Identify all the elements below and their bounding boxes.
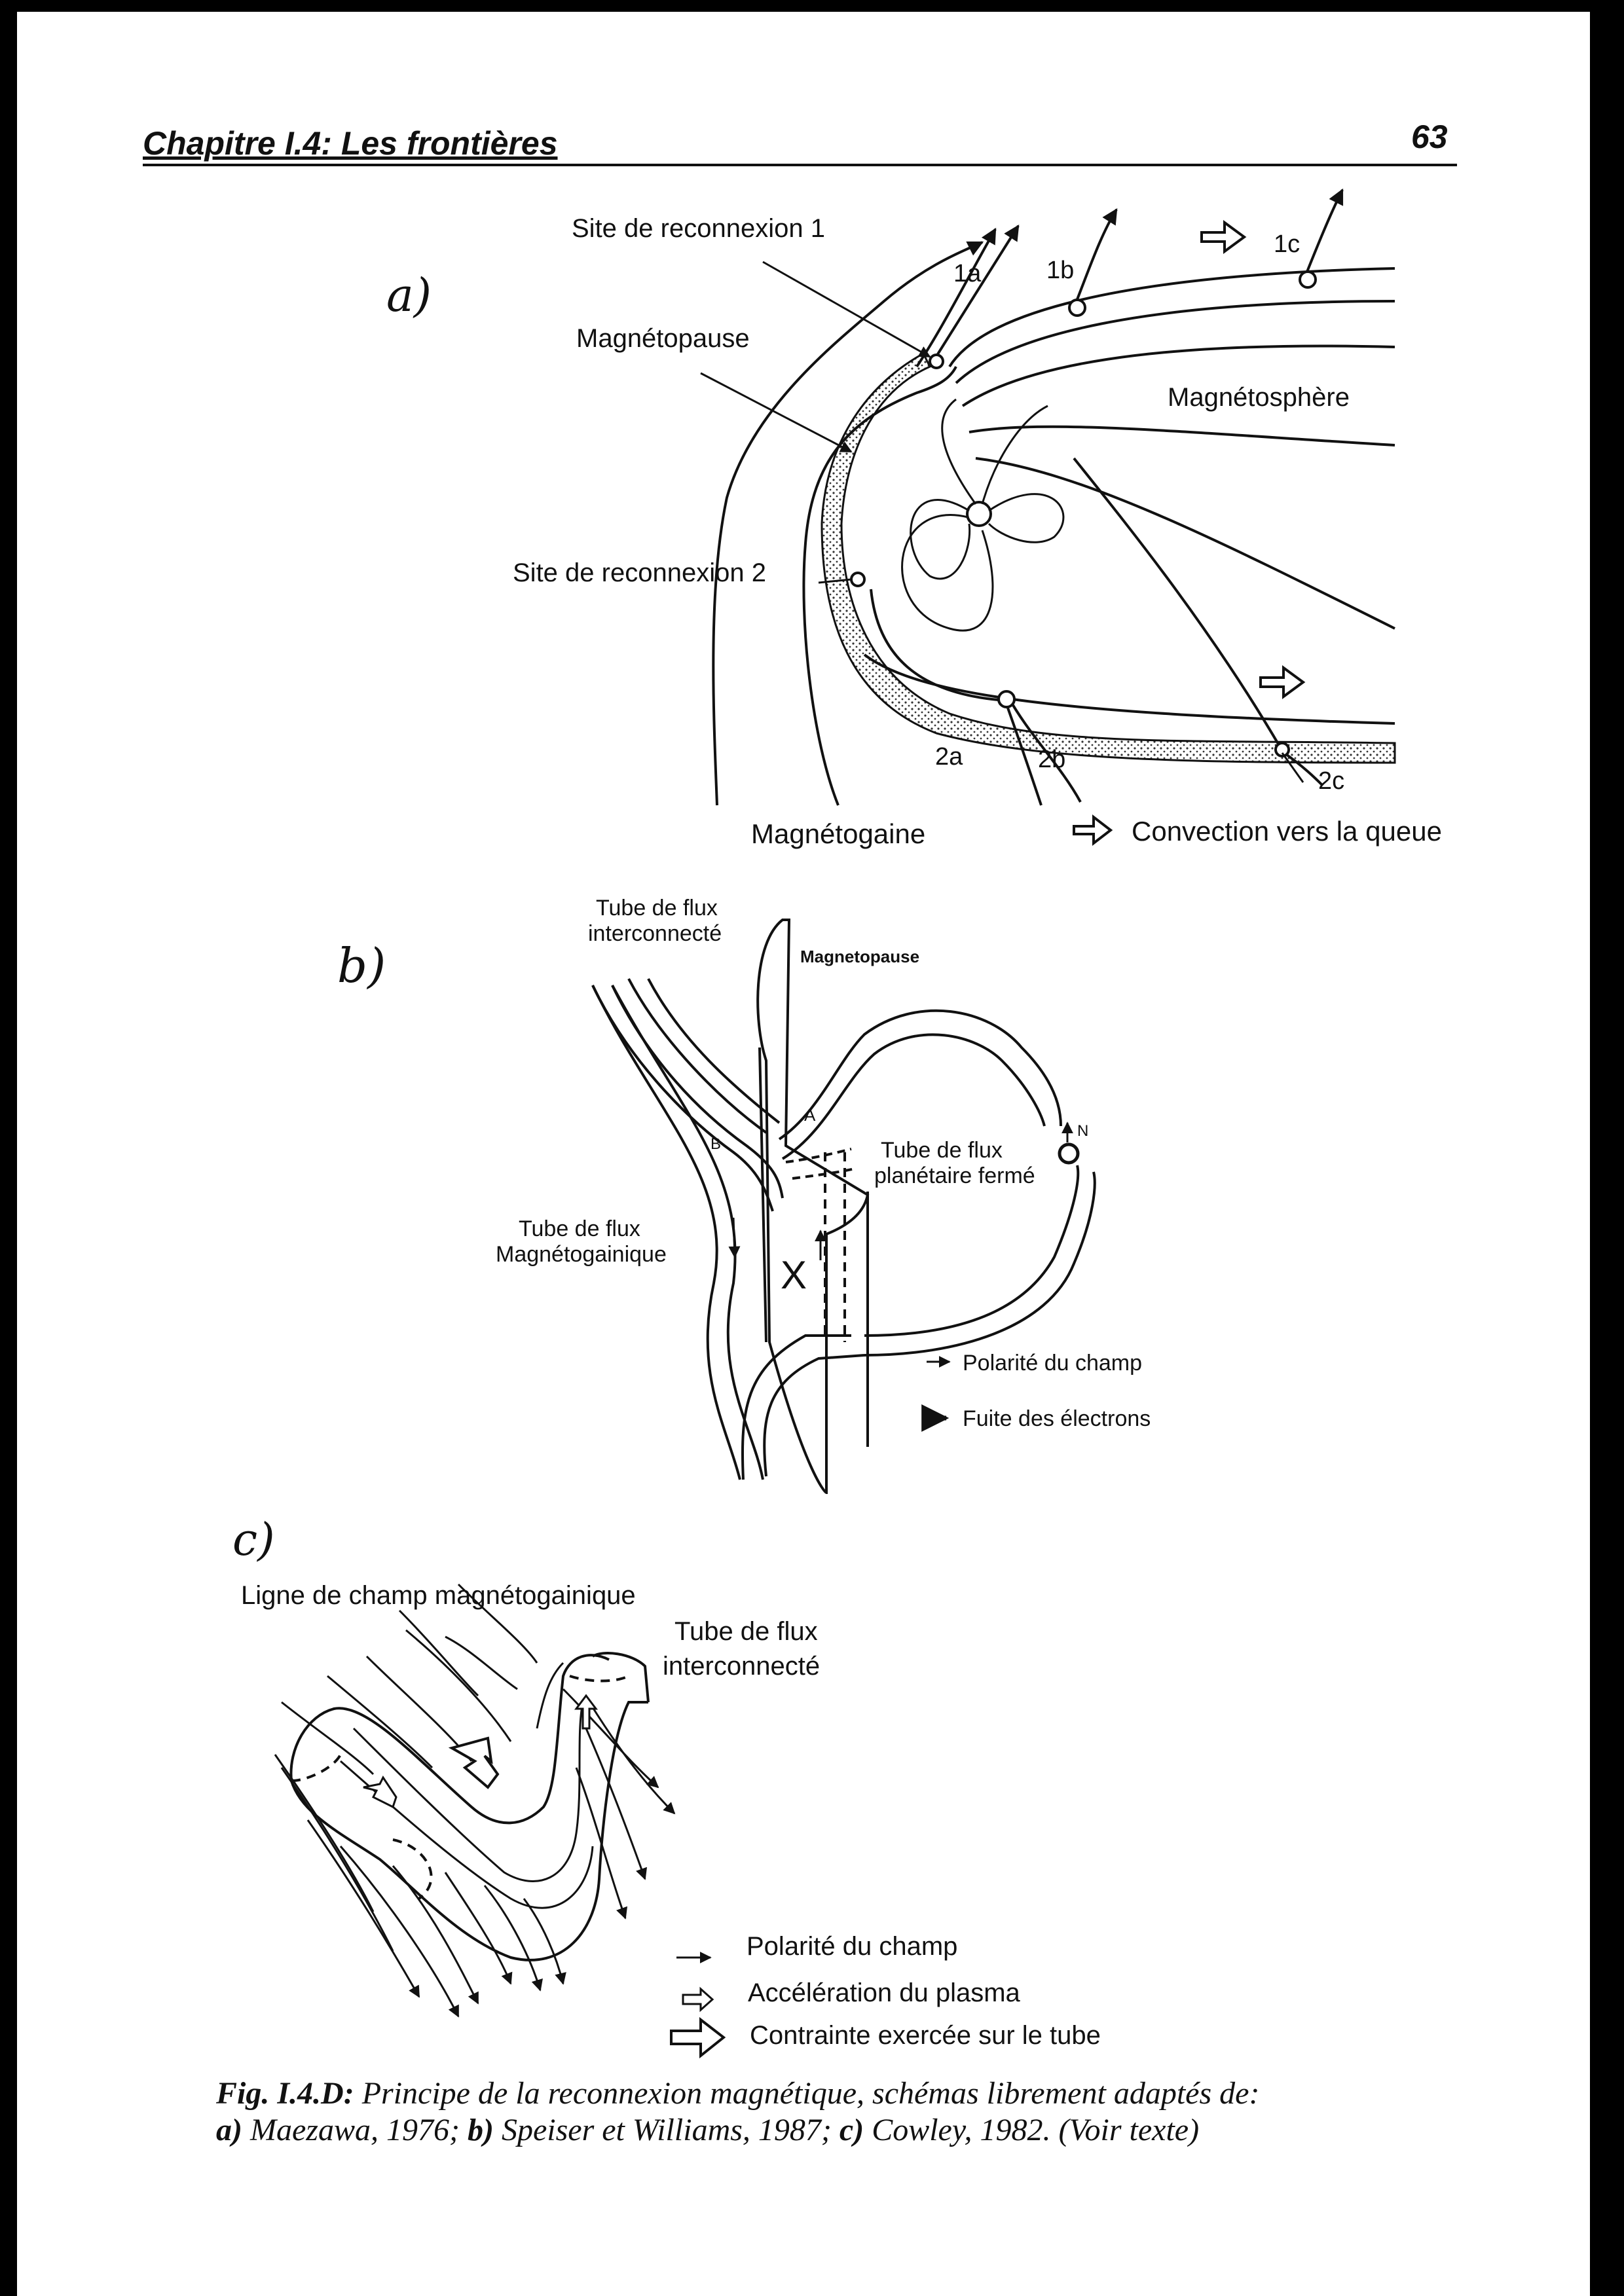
label-letter-n: N bbox=[1077, 1122, 1088, 1140]
figure-c: c) Ligne de champ magnétogainique Tube d… bbox=[232, 1514, 1101, 2059]
legend-acceleration-c: Accélération du plasma bbox=[748, 1978, 1021, 2007]
caption-c-label: c) bbox=[839, 2113, 864, 2147]
label-site-2: Site de reconnexion 2 bbox=[513, 558, 766, 587]
panel-label-b: b) bbox=[337, 938, 386, 993]
label-tube-planetaire-2: planétaire fermé bbox=[874, 1163, 1035, 1188]
caption-title: Fig. I.4.D: bbox=[216, 2076, 354, 2111]
acceleration-arrow-icon bbox=[574, 1694, 598, 1730]
magnetopause-sheet bbox=[756, 919, 870, 1495]
label-1a: 1a bbox=[953, 260, 982, 287]
convection-legend-icon bbox=[1073, 814, 1113, 847]
panel-label-c: c) bbox=[232, 1514, 275, 1566]
figure-b: b) bbox=[337, 896, 1151, 1495]
legend-electrons-b: Fuite des électrons bbox=[963, 1406, 1151, 1431]
label-letter-a: A bbox=[804, 1105, 816, 1125]
label-magnetogaine: Magnétogaine bbox=[751, 818, 925, 849]
label-1b: 1b bbox=[1046, 257, 1074, 284]
caption-c-text: Cowley, 1982. (Voir texte) bbox=[864, 2113, 1200, 2147]
planet-icon bbox=[966, 501, 992, 527]
label-letter-b: B bbox=[710, 1135, 721, 1153]
label-tube-magnetogainique-1: Tube de flux bbox=[519, 1216, 640, 1241]
label-convection: Convection vers la queue bbox=[1132, 816, 1442, 847]
caption-b-label: b) bbox=[467, 2113, 494, 2147]
header-rule bbox=[143, 164, 1457, 166]
label-1c: 1c bbox=[1274, 230, 1300, 258]
convection-arrow-icon bbox=[1200, 220, 1247, 254]
flux-tube bbox=[289, 1654, 610, 1825]
label-tube-interconnecte-1: Tube de flux bbox=[596, 896, 718, 920]
label-2a: 2a bbox=[935, 743, 963, 771]
caption-text: Principe de la reconnexion magnétique, s… bbox=[354, 2076, 1260, 2111]
label-site-1: Site de reconnexion 1 bbox=[572, 214, 825, 243]
planet-icon bbox=[1058, 1142, 1080, 1165]
label-2b: 2b bbox=[1038, 746, 1065, 773]
label-magnetosphere: Magnétosphère bbox=[1168, 383, 1350, 412]
label-tube-interconnecte-2: interconnecté bbox=[588, 921, 722, 946]
label-letter-x: X bbox=[781, 1253, 807, 1297]
legend-stress-c: Contrainte exercée sur le tube bbox=[750, 2021, 1101, 2050]
label-magnetopause: Magnétopause bbox=[576, 324, 750, 353]
reconnection-site-1 bbox=[929, 354, 944, 369]
legend-polarity-c: Polarité du champ bbox=[747, 1932, 957, 1961]
page-number: 63 bbox=[1411, 118, 1448, 155]
label-2c: 2c bbox=[1318, 767, 1344, 795]
label-tube-magnetogainique-2: Magnétogainique bbox=[496, 1242, 667, 1267]
page-sheet bbox=[17, 12, 1590, 2296]
caption-b-text: Speiser et Williams, 1987; bbox=[493, 2113, 840, 2147]
chapter-title: Chapitre I.4: Les frontières bbox=[143, 125, 558, 162]
label-magnetopause-b: Magnetopause bbox=[800, 947, 919, 966]
reconnection-site-2 bbox=[850, 572, 866, 587]
stress-arrow-icon bbox=[448, 1736, 500, 1789]
figure-a: a) bbox=[386, 188, 1442, 849]
panel-label-a: a) bbox=[386, 268, 432, 322]
caption-a-text: Maezawa, 1976; bbox=[242, 2113, 468, 2147]
legend-acceleration-icon bbox=[682, 1986, 714, 2013]
magnetopause-boundary-layer bbox=[821, 352, 1396, 764]
label-tube-c-1: Tube de flux bbox=[674, 1617, 818, 1646]
legend-stress-icon bbox=[670, 2016, 726, 2059]
figure-caption: Fig. I.4.D: Principe de la reconnexion m… bbox=[216, 2075, 1395, 2149]
convection-arrow-icon bbox=[1259, 665, 1306, 699]
caption-a-label: a) bbox=[216, 2113, 242, 2147]
label-tube-planetaire-1: Tube de flux bbox=[881, 1138, 1003, 1163]
label-field-line: Ligne de champ magnétogainique bbox=[241, 1581, 636, 1610]
legend-polarity-b: Polarité du champ bbox=[963, 1351, 1142, 1376]
label-tube-c-2: interconnecté bbox=[663, 1652, 820, 1681]
